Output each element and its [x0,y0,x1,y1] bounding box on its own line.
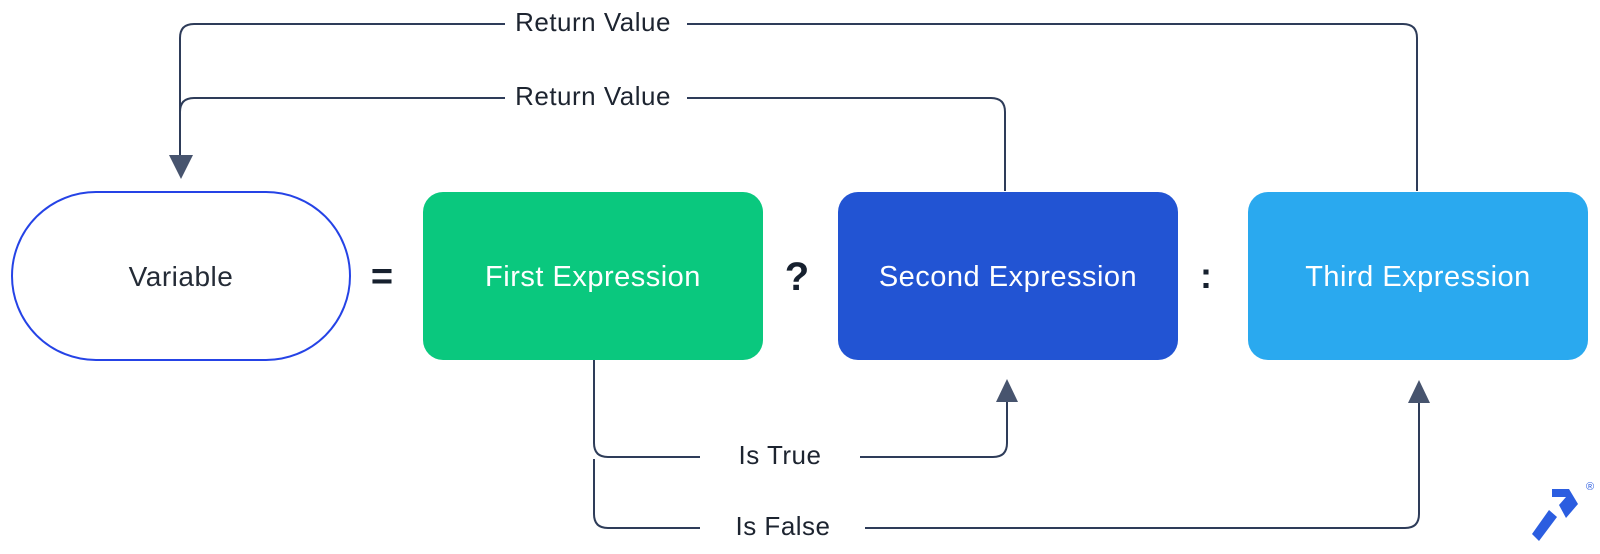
second-expression-node: Second Expression [838,192,1178,360]
third-expression-box [1248,192,1588,360]
first-expression-box [423,192,763,360]
is-false-connector: Is False [593,380,1430,541]
assign-operator: = [371,256,393,298]
logo-upper-ribbon-icon [1552,489,1578,518]
return-value-top-line-right [687,23,1418,191]
return-value-top-label: Return Value [515,7,671,37]
second-expression-label: Second Expression [879,261,1137,293]
return-value-mid-line-right [687,97,1006,191]
arrow-up-false-icon [1408,380,1430,403]
return-value-top-connector: Return Value [179,7,1418,191]
is-false-line-right [865,401,1420,529]
variable-label: Variable [129,261,234,292]
return-value-mid-label: Return Value [515,81,671,111]
is-true-line-right [860,400,1008,458]
third-expression-node: Third Expression [1248,192,1588,360]
is-false-label: Is False [735,511,830,541]
toptal-logo: ® [1532,481,1594,541]
question-operator: ? [785,255,809,299]
first-expression-label: First Expression [485,261,701,293]
logo-lower-ribbon-icon [1532,510,1557,541]
first-expression-node: First Expression [423,192,763,360]
is-false-line-left [593,459,700,529]
arrow-down-icon [169,155,193,179]
is-true-label: Is True [739,440,822,470]
registered-trademark: ® [1586,481,1594,493]
colon-operator: : [1200,255,1212,296]
return-value-mid-line-left [179,97,505,113]
arrow-up-true-icon [996,379,1018,402]
variable-shape [11,191,351,361]
return-value-top-line-left [179,23,505,168]
is-true-connector: Is True [593,360,1018,470]
variable-node: Variable [11,191,351,361]
third-expression-label: Third Expression [1305,261,1531,293]
second-expression-box [838,192,1178,360]
return-value-mid-connector: Return Value [179,81,1006,191]
is-true-line-left [593,360,700,458]
